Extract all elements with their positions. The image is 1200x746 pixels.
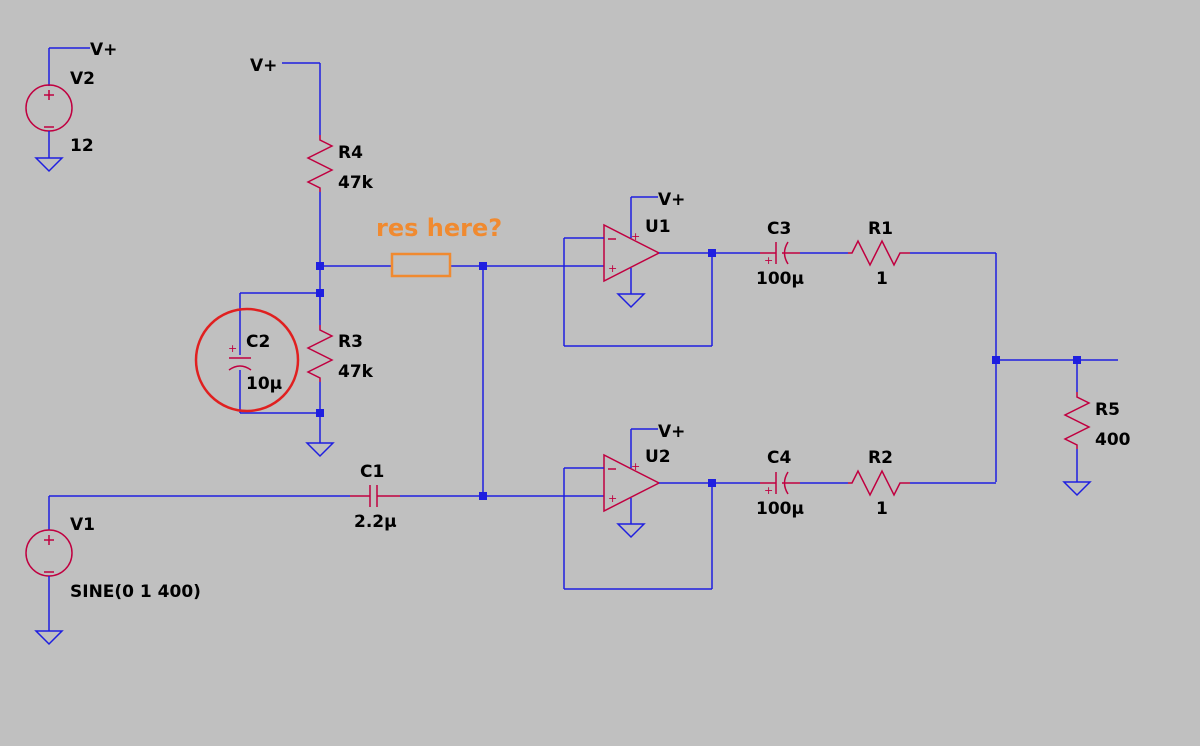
c3-value: 100µ	[756, 269, 804, 289]
junction-dot	[316, 409, 324, 417]
u2-name: U2	[645, 447, 671, 467]
r1-value: 1	[876, 269, 888, 289]
c2-highlight-circle	[194, 307, 300, 413]
u1-supply-label: V+	[658, 190, 685, 210]
annotation-text: res here?	[376, 214, 502, 242]
r2-name: R2	[868, 448, 893, 468]
r5-value: 400	[1095, 430, 1131, 450]
u2-opamp[interactable]: + +	[603, 453, 661, 513]
r2-resistor[interactable]	[848, 469, 910, 497]
junction-dot	[992, 356, 1000, 364]
c4-name: C4	[767, 448, 791, 468]
c4-capacitor[interactable]: +	[760, 471, 800, 497]
c4-value: 100µ	[756, 499, 804, 519]
r3-value: 47k	[338, 362, 374, 382]
svg-text:+: +	[608, 492, 617, 505]
r4-resistor[interactable]	[306, 135, 334, 192]
junction-dot	[708, 479, 716, 487]
c2-value: 10µ	[246, 374, 282, 394]
v1-source[interactable]	[25, 496, 73, 646]
svg-text:+: +	[631, 460, 640, 473]
junction-dot	[708, 249, 716, 257]
v1-value: SINE(0 1 400)	[70, 582, 201, 602]
ground-icon	[616, 293, 646, 309]
ground-icon	[305, 442, 335, 458]
r1-resistor[interactable]	[848, 239, 910, 267]
vplus-label: V+	[250, 56, 277, 76]
junction-dot	[479, 492, 487, 500]
r4-value: 47k	[338, 173, 374, 193]
svg-text:+: +	[228, 342, 237, 355]
svg-text:+: +	[764, 254, 773, 267]
ground-icon	[34, 157, 64, 173]
u2-supply-label: V+	[658, 422, 685, 442]
c1-capacitor[interactable]	[350, 485, 400, 507]
c3-capacitor[interactable]: +	[760, 241, 800, 267]
r5-resistor[interactable]	[1063, 392, 1091, 449]
svg-text:+: +	[631, 230, 640, 243]
svg-text:+: +	[764, 484, 773, 497]
r3-name: R3	[338, 332, 363, 352]
svg-text:+: +	[608, 262, 617, 275]
u1-opamp[interactable]: + +	[603, 223, 661, 283]
c1-value: 2.2µ	[354, 512, 397, 532]
v2-value: 12	[70, 136, 94, 156]
v2-source[interactable]	[25, 47, 90, 173]
proposed-resistor-box	[390, 252, 452, 278]
r5-name: R5	[1095, 400, 1120, 420]
v2-net-label: V+	[90, 40, 117, 60]
v1-name: V1	[70, 515, 95, 535]
c3-name: C3	[767, 219, 791, 239]
ground-icon	[1062, 481, 1092, 497]
r4-name: R4	[338, 143, 363, 163]
r1-name: R1	[868, 219, 893, 239]
r2-value: 1	[876, 499, 888, 519]
r3-resistor[interactable]	[306, 325, 334, 382]
ground-icon	[34, 630, 64, 646]
c1-name: C1	[360, 462, 384, 482]
c2-name: C2	[246, 332, 270, 352]
u1-name: U1	[645, 217, 671, 237]
junction-dot	[316, 262, 324, 270]
ground-icon	[616, 523, 646, 539]
v2-name: V2	[70, 69, 95, 89]
c2-capacitor[interactable]: +	[228, 342, 252, 371]
